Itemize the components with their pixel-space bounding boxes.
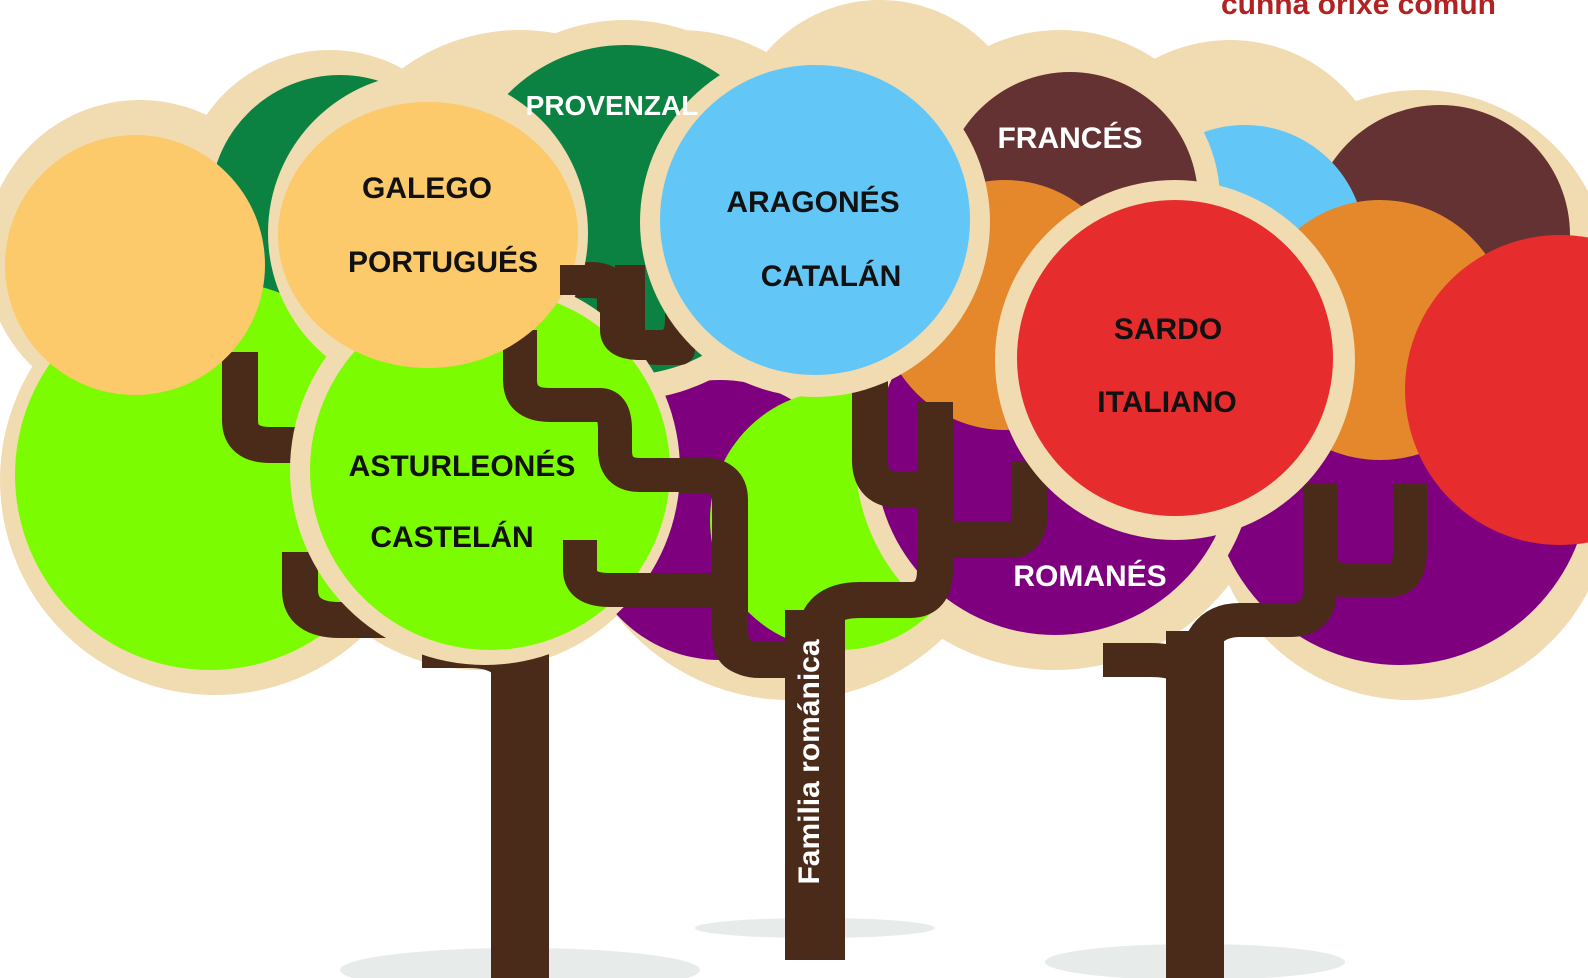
label-provenzal: PROVENZAL — [526, 90, 699, 121]
circle-aragones-catalan — [660, 65, 970, 375]
branch-galego-top — [560, 265, 695, 360]
circle-red-far-right — [1405, 235, 1588, 545]
branch-asturleones — [563, 540, 715, 607]
label-italiano: ITALIANO — [1097, 386, 1236, 419]
caption-text: cunha orixe común — [1220, 0, 1496, 21]
label-familia-romanica: Familia románica — [793, 639, 826, 884]
circle-sardo-italiano — [1017, 200, 1333, 516]
label-romanes: ROMANÉS — [1013, 559, 1166, 593]
label-castelan: CASTELÁN — [370, 520, 533, 554]
label-catalan: CATALÁN — [761, 259, 902, 293]
label-galego: GALEGO — [362, 172, 492, 205]
circle-galego-portugues — [278, 102, 578, 368]
label-portugues: PORTUGUÉS — [348, 245, 538, 279]
branch-galego — [503, 330, 747, 600]
label-aragones: ARAGONÉS — [726, 185, 899, 219]
label-asturleones: ASTURLEONÉS — [349, 449, 576, 483]
circle-yellow-left — [5, 135, 265, 395]
label-sardo: SARDO — [1114, 313, 1222, 346]
label-frances: FRANCÉS — [997, 121, 1142, 155]
